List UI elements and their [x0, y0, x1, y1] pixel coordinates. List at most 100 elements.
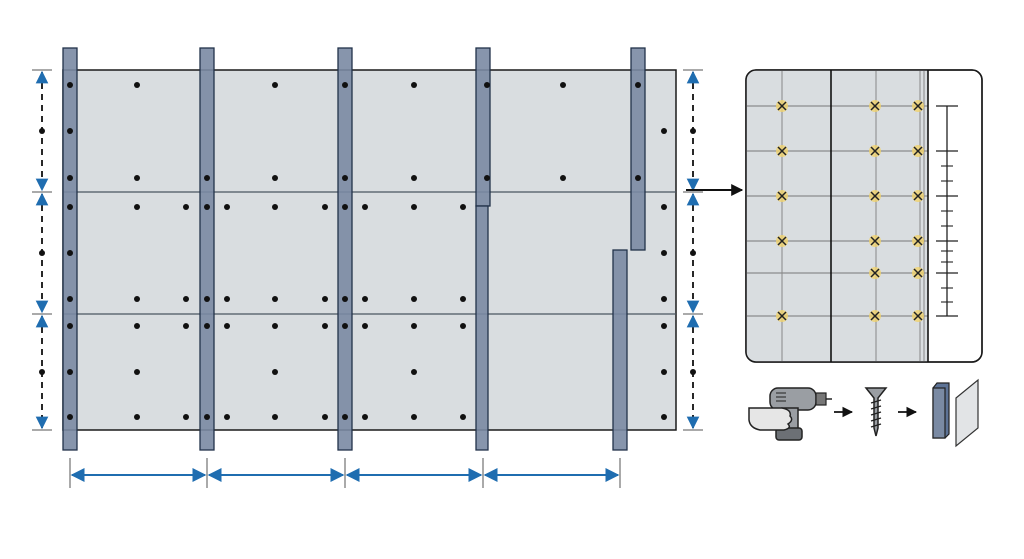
screw-point [204, 323, 210, 329]
screw-mark-x [777, 311, 787, 321]
screw-point [635, 175, 641, 181]
wall-panels [62, 69, 677, 431]
screw-point [342, 82, 348, 88]
screw-point [460, 323, 466, 329]
screw-point [134, 369, 140, 375]
screw-point [411, 369, 417, 375]
screw-point [204, 414, 210, 420]
screw-point [342, 414, 348, 420]
dimension-lines [32, 69, 703, 488]
screw-point [661, 128, 667, 134]
screw-mark-x [777, 236, 787, 246]
screw-point [183, 204, 189, 210]
screw-point [411, 323, 417, 329]
screw-point [342, 175, 348, 181]
screw-point [67, 175, 73, 181]
screw-point [322, 414, 328, 420]
screw-mark-x [913, 146, 923, 156]
screw-point [460, 204, 466, 210]
screw-point [134, 323, 140, 329]
screw-point [342, 204, 348, 210]
screw-point [484, 175, 490, 181]
screw-point [661, 250, 667, 256]
dimension-midpoint [690, 128, 696, 134]
screw-point [322, 296, 328, 302]
dimension-midpoint [690, 250, 696, 256]
screw-points [67, 82, 667, 420]
screw-mark-x [777, 191, 787, 201]
screw-point [661, 323, 667, 329]
stud [337, 47, 353, 451]
screw-point [67, 296, 73, 302]
screw-point [460, 414, 466, 420]
screw-point [204, 296, 210, 302]
screw-point [272, 82, 278, 88]
screw-point [411, 175, 417, 181]
stud [62, 47, 78, 451]
screw-point [362, 414, 368, 420]
studs [62, 47, 646, 451]
detail-inset [745, 69, 983, 363]
screw-point [661, 204, 667, 210]
screw-point [460, 296, 466, 302]
screw-point [67, 250, 73, 256]
screw-point [204, 204, 210, 210]
screw-mark-x [777, 146, 787, 156]
stud [475, 205, 489, 451]
screw-point [411, 82, 417, 88]
screw-mark-x [870, 268, 880, 278]
screw-point [362, 204, 368, 210]
screw-point [560, 175, 566, 181]
screw-point [183, 296, 189, 302]
stud [612, 249, 628, 451]
screw-point [183, 323, 189, 329]
screw-point [362, 296, 368, 302]
screw-mark-x [913, 268, 923, 278]
ruler-icon [936, 105, 958, 317]
screw-point [224, 414, 230, 420]
screw-point [67, 128, 73, 134]
screw-point [134, 175, 140, 181]
drill-icon [748, 387, 832, 441]
screw-point [272, 204, 278, 210]
screw-mark-x [870, 236, 880, 246]
screw-point [67, 369, 73, 375]
screw-point [67, 323, 73, 329]
screw-point [661, 296, 667, 302]
screw-point [362, 323, 368, 329]
screw-point [272, 175, 278, 181]
screw-point [67, 414, 73, 420]
screw-point [134, 296, 140, 302]
screw-mark-x [870, 191, 880, 201]
screw-point [272, 323, 278, 329]
screw-mark-x [913, 311, 923, 321]
screw-point [224, 204, 230, 210]
screw-point [183, 414, 189, 420]
inset-grid [747, 70, 929, 362]
screw-point [661, 369, 667, 375]
screw-mark-x [870, 101, 880, 111]
screw-point [411, 414, 417, 420]
screw-point [484, 82, 490, 88]
dimension-midpoint [39, 250, 45, 256]
screw-mark-x [777, 101, 787, 111]
dimension-midpoint [690, 369, 696, 375]
screw-point [224, 296, 230, 302]
screw-point [134, 414, 140, 420]
screw-mark-x [913, 191, 923, 201]
screw-mark-x [913, 236, 923, 246]
screw-point [342, 323, 348, 329]
screw-point [204, 175, 210, 181]
dimension-midpoint [39, 128, 45, 134]
screw-icon [864, 387, 888, 437]
screw-point [411, 296, 417, 302]
stud [475, 47, 491, 207]
stud-and-panel-icon [932, 378, 979, 448]
stud [199, 47, 215, 451]
screw-point [272, 369, 278, 375]
screw-point [224, 323, 230, 329]
screw-point [342, 296, 348, 302]
screw-point [67, 204, 73, 210]
screw-point [661, 414, 667, 420]
